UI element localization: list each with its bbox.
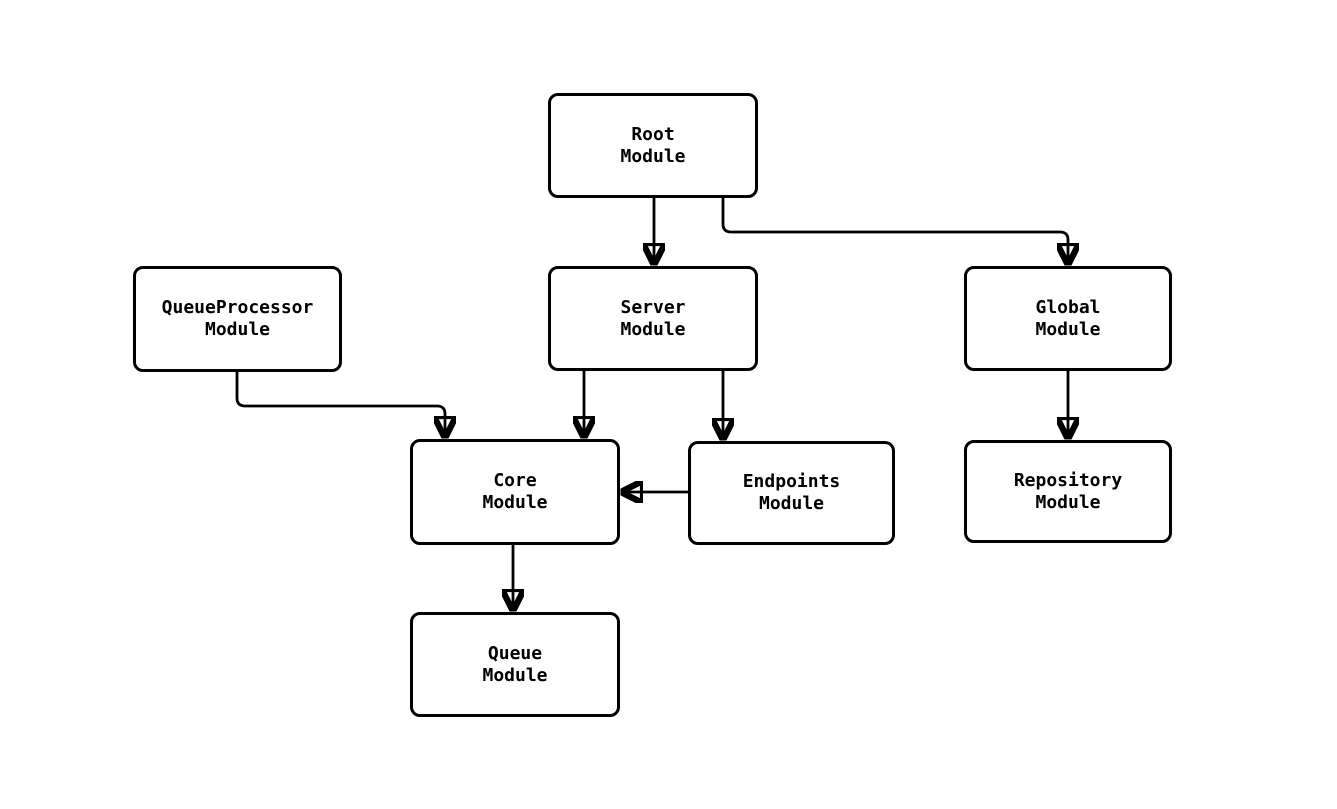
node-endpoints-module[interactable]: Endpoints Module: [688, 441, 895, 545]
node-queue-module-label-line2: Module: [482, 664, 548, 686]
node-global-module[interactable]: Global Module: [964, 266, 1172, 371]
edge-queueprocessor-to-core: [235, 372, 445, 435]
node-server-module-label-line2: Module: [620, 318, 686, 340]
node-core-module-label-line1: Core: [493, 470, 537, 491]
node-repository-module[interactable]: Repository Module: [964, 440, 1172, 543]
node-core-module-label-line2: Module: [482, 492, 548, 513]
node-root-module-label-line2: Module: [620, 145, 686, 167]
node-root-module[interactable]: Root Module: [548, 93, 758, 198]
node-endpoints-module-label-line2: Module: [758, 493, 825, 514]
node-server-module[interactable]: Server Module: [548, 266, 758, 371]
node-queueprocessor-module[interactable]: QueueProcessor Module: [133, 266, 342, 372]
node-queueprocessor-module-label-line2: Module: [204, 319, 271, 340]
node-global-module-label-line2: Module: [1035, 318, 1101, 340]
edge-root-to-global: [721, 198, 1068, 262]
node-core-module[interactable]: Core Module: [410, 439, 620, 545]
node-server-module-label-line1: Server: [620, 296, 686, 318]
node-repository-module-label-line2: Module: [1035, 491, 1101, 513]
node-queue-module[interactable]: Queue Module: [410, 612, 620, 717]
node-repository-module-label-line1: Repository: [1013, 469, 1123, 491]
node-queueprocessor-module-label-line1: QueueProcessor: [161, 297, 314, 318]
node-queue-module-label-line1: Queue: [487, 642, 543, 664]
node-global-module-label-line1: Global: [1035, 296, 1101, 318]
node-endpoints-module-label-line1: Endpoints: [742, 471, 841, 492]
node-root-module-label-line1: Root: [631, 123, 675, 145]
